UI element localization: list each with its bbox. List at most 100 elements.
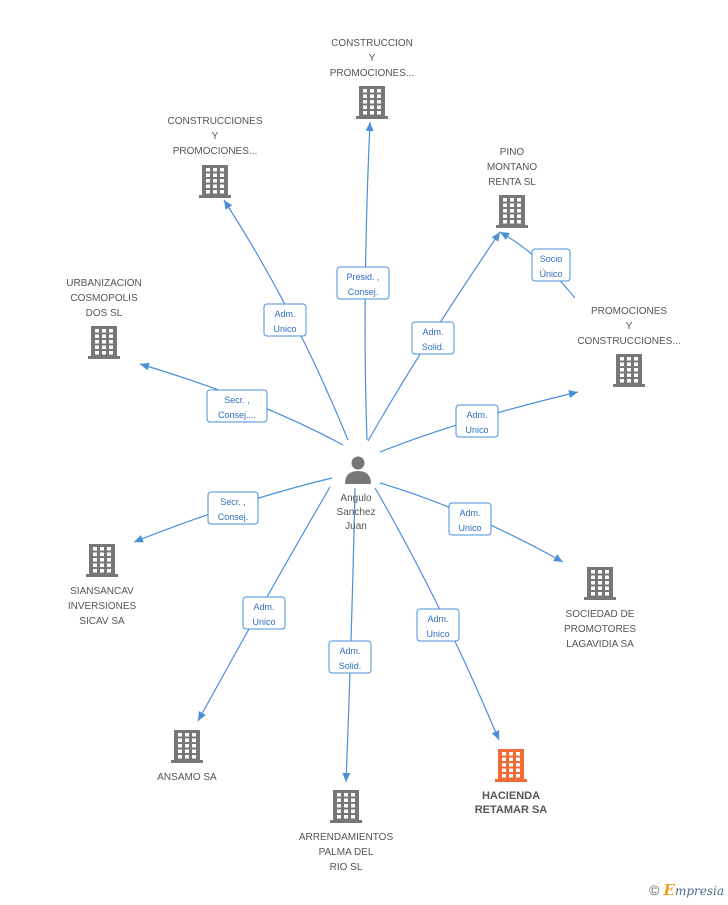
edge-label-text: Solid. xyxy=(422,342,445,352)
edge-label-construccion-y-promociones[interactable]: Presid. , Consej. xyxy=(336,266,390,300)
person-name: Juan xyxy=(345,521,367,532)
company-name: Y xyxy=(626,321,633,332)
company-name: CONSTRUCCIONES xyxy=(167,116,262,127)
edge-label-text: Socio xyxy=(540,254,563,264)
edge-label-box xyxy=(455,404,499,438)
company-node-pino-montano-renta[interactable]: PINO MONTANO RENTA SL xyxy=(487,147,538,228)
company-name: ANSAMO SA xyxy=(157,772,217,783)
edge-label-text: Unico xyxy=(465,425,488,435)
edge-label-text: Presid. , xyxy=(346,272,379,282)
company-name: Y xyxy=(369,53,376,64)
company-name: SIANSANCAV xyxy=(70,586,134,597)
edge-label-hacienda-retamar[interactable]: Adm. Unico xyxy=(416,608,460,642)
building-icon xyxy=(88,326,120,359)
edge-label-text: Solid. xyxy=(339,661,362,671)
edge-label-box xyxy=(411,321,455,355)
brand-name: mpresia xyxy=(674,884,724,898)
edge-label-text: Secr. , xyxy=(224,395,250,405)
company-name: HACIENDA xyxy=(482,790,540,802)
edge-label-text: Adm. xyxy=(422,327,443,337)
edge-label-ansamo[interactable]: Adm.Unico xyxy=(242,596,286,630)
company-name: Y xyxy=(212,131,219,142)
company-name: CONSTRUCCION xyxy=(331,38,413,49)
company-name: SICAV SA xyxy=(79,616,125,627)
edge-label-construcciones-y-promociones[interactable]: Adm. Unico xyxy=(263,303,307,337)
edge-label-box xyxy=(336,266,390,300)
edge-arrowhead xyxy=(500,232,510,240)
company-node-siansancav[interactable]: SIANSANCAV INVERSIONES SICAV SA xyxy=(68,544,137,627)
edge-label-arrendamientos-palma[interactable]: Adm. Solid. xyxy=(328,640,372,674)
edge-label-text: Adm. xyxy=(339,646,360,656)
company-name: PROMOCIONES... xyxy=(173,146,257,157)
edge-label-siansancav[interactable]: Secr. , Consej. xyxy=(207,491,259,525)
edge-label-text: Único xyxy=(539,269,562,279)
edge-label-text: Adm. xyxy=(427,614,448,624)
person-name: Sanchez xyxy=(337,507,376,518)
edge-label-text: Adm. xyxy=(274,309,295,319)
edge-arrowhead xyxy=(198,711,206,721)
company-name: RENTA SL xyxy=(488,177,536,188)
building-icon xyxy=(171,730,203,763)
company-node-construcciones-y-promociones[interactable]: CONSTRUCCIONES Y PROMOCIONES... xyxy=(167,116,263,198)
edge-label-pino-montano-renta[interactable]: Adm. Solid. xyxy=(411,321,455,355)
edge-arrowhead xyxy=(140,362,150,371)
company-name: URBANIZACION xyxy=(66,278,142,289)
company-name: INVERSIONES xyxy=(68,601,137,612)
edge-label-text: Unico xyxy=(458,523,481,533)
edge-line-hacienda-retamar xyxy=(374,487,500,741)
building-icon xyxy=(330,790,362,823)
edge-label-box xyxy=(416,608,460,642)
company-name: PROMOCIONES xyxy=(591,306,667,317)
edge-line-arrendamientos-palma xyxy=(345,487,356,783)
company-name: PROMOCIONES... xyxy=(330,68,414,79)
edge-label-text: Unico xyxy=(426,629,449,639)
edge-arrowhead xyxy=(553,554,563,562)
brand-initial: E xyxy=(663,881,675,899)
company-node-sociedad-de-promotores[interactable]: SOCIEDAD DE PROMOTORES LAGAVIDIA SA xyxy=(564,567,636,650)
edge-label-text: Consej. xyxy=(348,287,379,297)
edge-arrowhead xyxy=(491,232,500,242)
company-node-ansamo[interactable]: ANSAMO SA xyxy=(157,730,217,783)
edge-label-box xyxy=(328,640,372,674)
company-name: PINO xyxy=(500,147,525,158)
edge-label-text: Adm. xyxy=(459,508,480,518)
edge-label-box xyxy=(207,491,259,525)
edge-label-promociones-y-construcciones[interactable]: Adm. Unico xyxy=(455,404,499,438)
company-node-promociones-y-construcciones[interactable]: PROMOCIONES Y CONSTRUCCIONES... xyxy=(577,306,681,387)
building-icon xyxy=(86,544,118,577)
edge-label-box xyxy=(242,596,286,630)
building-icon xyxy=(495,749,527,782)
company-name: MONTANO xyxy=(487,162,538,173)
edge-label-text: Unico xyxy=(252,617,275,627)
company-name: COSMOPOLIS xyxy=(70,293,138,304)
company-name: PALMA DEL xyxy=(319,847,374,858)
footer: ©Empresia xyxy=(649,881,724,899)
edge-arrowhead xyxy=(568,390,578,398)
building-icon xyxy=(199,165,231,198)
edge-label-sociedad-de-promotores[interactable]: Adm. Unico xyxy=(448,502,492,536)
building-icon xyxy=(584,567,616,600)
edge-label-text: Unico xyxy=(273,324,296,334)
edge-label-urbanizacion-cosmopolis[interactable]: Secr. ,Consej.... xyxy=(206,389,268,423)
edge-label-text: Consej. xyxy=(218,512,249,522)
edge-label-box xyxy=(263,303,307,337)
company-name: SOCIEDAD DE xyxy=(566,609,635,620)
copyright-symbol: © xyxy=(649,882,660,898)
edge-label-box xyxy=(206,389,268,423)
edge-arrowhead xyxy=(134,534,144,543)
edge-arrowhead xyxy=(365,122,374,132)
edge-label-text: Adm. xyxy=(466,410,487,420)
company-node-construccion-y-promociones[interactable]: CONSTRUCCION Y PROMOCIONES... xyxy=(330,38,414,119)
edge-label-box xyxy=(448,502,492,536)
company-name: LAGAVIDIA SA xyxy=(566,639,634,650)
company-name: CONSTRUCCIONES... xyxy=(577,336,680,347)
edge-label-text: Secr. , xyxy=(220,497,246,507)
company-name: PROMOTORES xyxy=(564,624,636,635)
building-icon xyxy=(613,354,645,387)
